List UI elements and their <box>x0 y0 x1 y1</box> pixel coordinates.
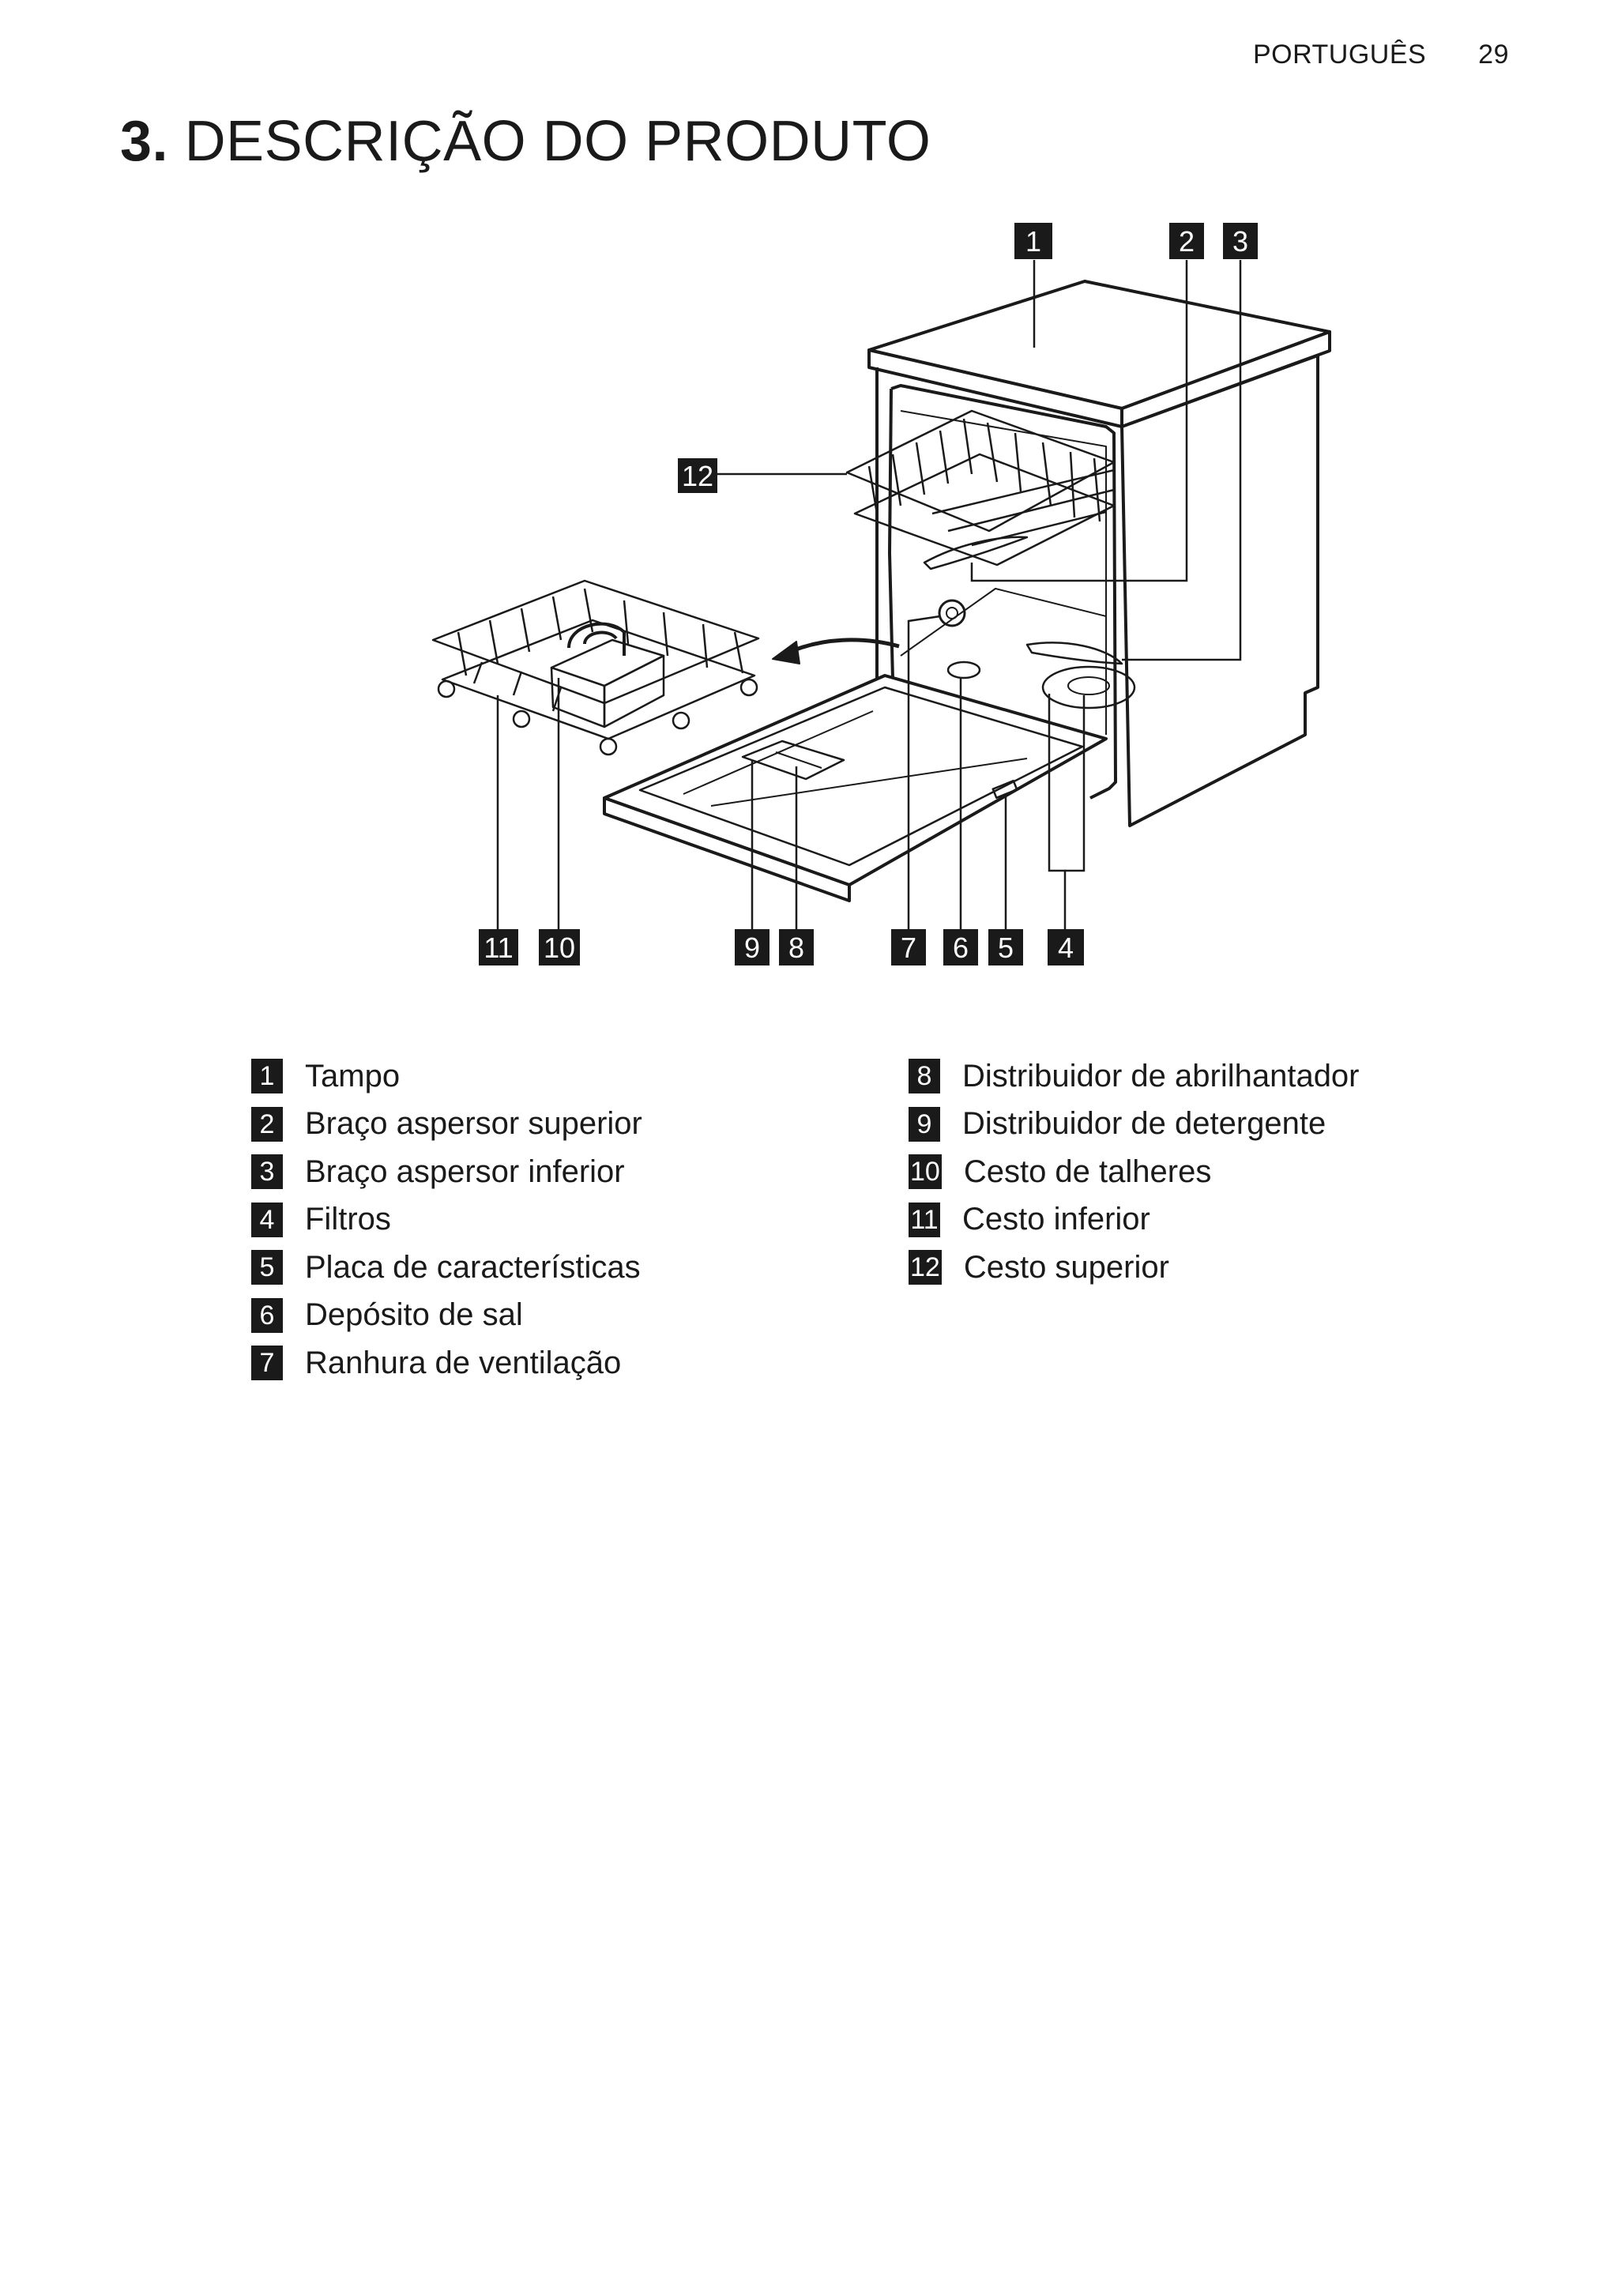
legend-item: 5 Placa de características <box>251 1244 642 1292</box>
callout-9: 9 <box>735 929 769 965</box>
legend-item: 6 Depósito de sal <box>251 1292 642 1340</box>
legend-item: 8 Distribuidor de abrilhantador <box>909 1052 1360 1101</box>
language-label: PORTUGUÊS <box>1252 40 1427 70</box>
legend-number: 11 <box>909 1202 940 1237</box>
legend-number: 5 <box>251 1250 283 1285</box>
upper-spray-arm <box>923 536 1029 570</box>
legend-text: Tampo <box>305 1058 401 1093</box>
filter-unit <box>1041 665 1136 710</box>
dishwasher-diagram: 1 2 3 12 11 10 9 8 7 6 5 4 <box>431 223 1331 965</box>
callout-11-label: 11 <box>484 932 513 964</box>
legend-text: Cesto de talheres <box>963 1154 1212 1189</box>
legend-item: 1 Tampo <box>251 1052 642 1101</box>
door-front-edge <box>603 796 851 902</box>
callout-1-label: 1 <box>1025 225 1041 258</box>
legend-item: 10 Cesto de talheres <box>909 1148 1360 1196</box>
callout-2-label: 2 <box>1179 225 1195 258</box>
lid-side-edge <box>1120 330 1331 428</box>
cabinet-side <box>1120 354 1319 827</box>
callout-1: 1 <box>1014 223 1052 259</box>
legend-item: 4 Filtros <box>251 1196 642 1244</box>
door-inner-panel <box>638 686 1084 867</box>
legend-item: 7 Ranhura de ventilação <box>251 1339 642 1387</box>
callout-4: 4 <box>1048 929 1084 965</box>
salt-container <box>946 661 981 679</box>
callout-12-label: 12 <box>682 460 713 492</box>
legend-number: 12 <box>909 1250 942 1285</box>
legend-text: Distribuidor de detergente <box>962 1106 1326 1142</box>
page-number: 29 <box>1478 40 1509 70</box>
callout-5: 5 <box>988 929 1023 965</box>
callout-5-label: 5 <box>998 932 1014 964</box>
legend-column-right: 8 Distribuidor de abrilhantador 9 Distribu… <box>909 1052 1360 1292</box>
lower-spray-arm <box>1025 642 1123 665</box>
leader-lines <box>496 260 1242 929</box>
page-header: PORTUGUÊS 29 <box>1253 40 1509 70</box>
section-title: 3. DESCRIÇÃO DO PRODUTO <box>120 109 931 174</box>
legend-text: Braço aspersor superior <box>305 1106 642 1142</box>
legend-number: 6 <box>251 1297 283 1333</box>
callout-7: 7 <box>891 929 926 965</box>
legend-number: 2 <box>251 1106 283 1142</box>
legend-item: 12 Cesto superior <box>909 1244 1360 1292</box>
callout-4-label: 4 <box>1058 932 1074 964</box>
callout-7-label: 7 <box>901 932 916 964</box>
callout-11: 11 <box>479 929 518 965</box>
callout-3-label: 3 <box>1232 225 1248 258</box>
legend-item: 3 Braço aspersor inferior <box>251 1148 642 1196</box>
callout-6-label: 6 <box>953 932 969 964</box>
legend-text: Cesto superior <box>963 1249 1169 1285</box>
callout-10: 10 <box>539 929 580 965</box>
legend-text: Depósito de sal <box>305 1297 523 1333</box>
cutlery-basket <box>550 622 665 728</box>
callout-3: 3 <box>1223 223 1258 259</box>
removal-arrow <box>789 638 900 654</box>
ventilation-slot <box>938 599 966 627</box>
callout-8: 8 <box>779 929 814 965</box>
legend-text: Ranhura de ventilação <box>305 1345 622 1380</box>
callout-10-label: 10 <box>544 932 575 964</box>
legend-number: 3 <box>251 1154 283 1190</box>
legend-text: Distribuidor de abrilhantador <box>962 1058 1360 1093</box>
legend-text: Cesto inferior <box>962 1202 1150 1237</box>
callout-2: 2 <box>1169 223 1204 259</box>
legend-number: 4 <box>251 1202 283 1237</box>
legend-item: 11 Cesto inferior <box>909 1196 1360 1244</box>
section-number: 3. <box>120 110 169 173</box>
lower-basket <box>431 579 760 756</box>
tub-floor <box>900 588 1107 657</box>
legend-item: 9 Distribuidor de detergente <box>909 1101 1360 1149</box>
legend-number: 9 <box>909 1106 940 1142</box>
callout-9-label: 9 <box>744 932 760 964</box>
arrow-head <box>772 641 800 664</box>
legend-text: Placa de características <box>305 1249 641 1285</box>
callout-12: 12 <box>678 458 717 493</box>
tub-interior <box>900 410 1107 735</box>
legend-item: 2 Braço aspersor superior <box>251 1101 642 1149</box>
legend-text: Filtros <box>305 1202 391 1237</box>
section-title-text: DESCRIÇÃO DO PRODUTO <box>184 110 931 173</box>
detergent-dispenser <box>741 740 845 781</box>
callout-6: 6 <box>943 929 978 965</box>
legend-column-left: 1 Tampo 2 Braço aspersor superior 3 Braço a… <box>251 1052 642 1387</box>
legend-number: 1 <box>251 1059 283 1094</box>
legend-text: Braço aspersor inferior <box>305 1154 625 1189</box>
callout-labels: 1 2 3 12 11 10 9 8 7 6 5 4 <box>479 223 1258 965</box>
legend-number: 10 <box>909 1154 942 1190</box>
legend-number: 7 <box>251 1346 283 1381</box>
callout-8-label: 8 <box>788 932 804 964</box>
legend-number: 8 <box>909 1059 940 1094</box>
